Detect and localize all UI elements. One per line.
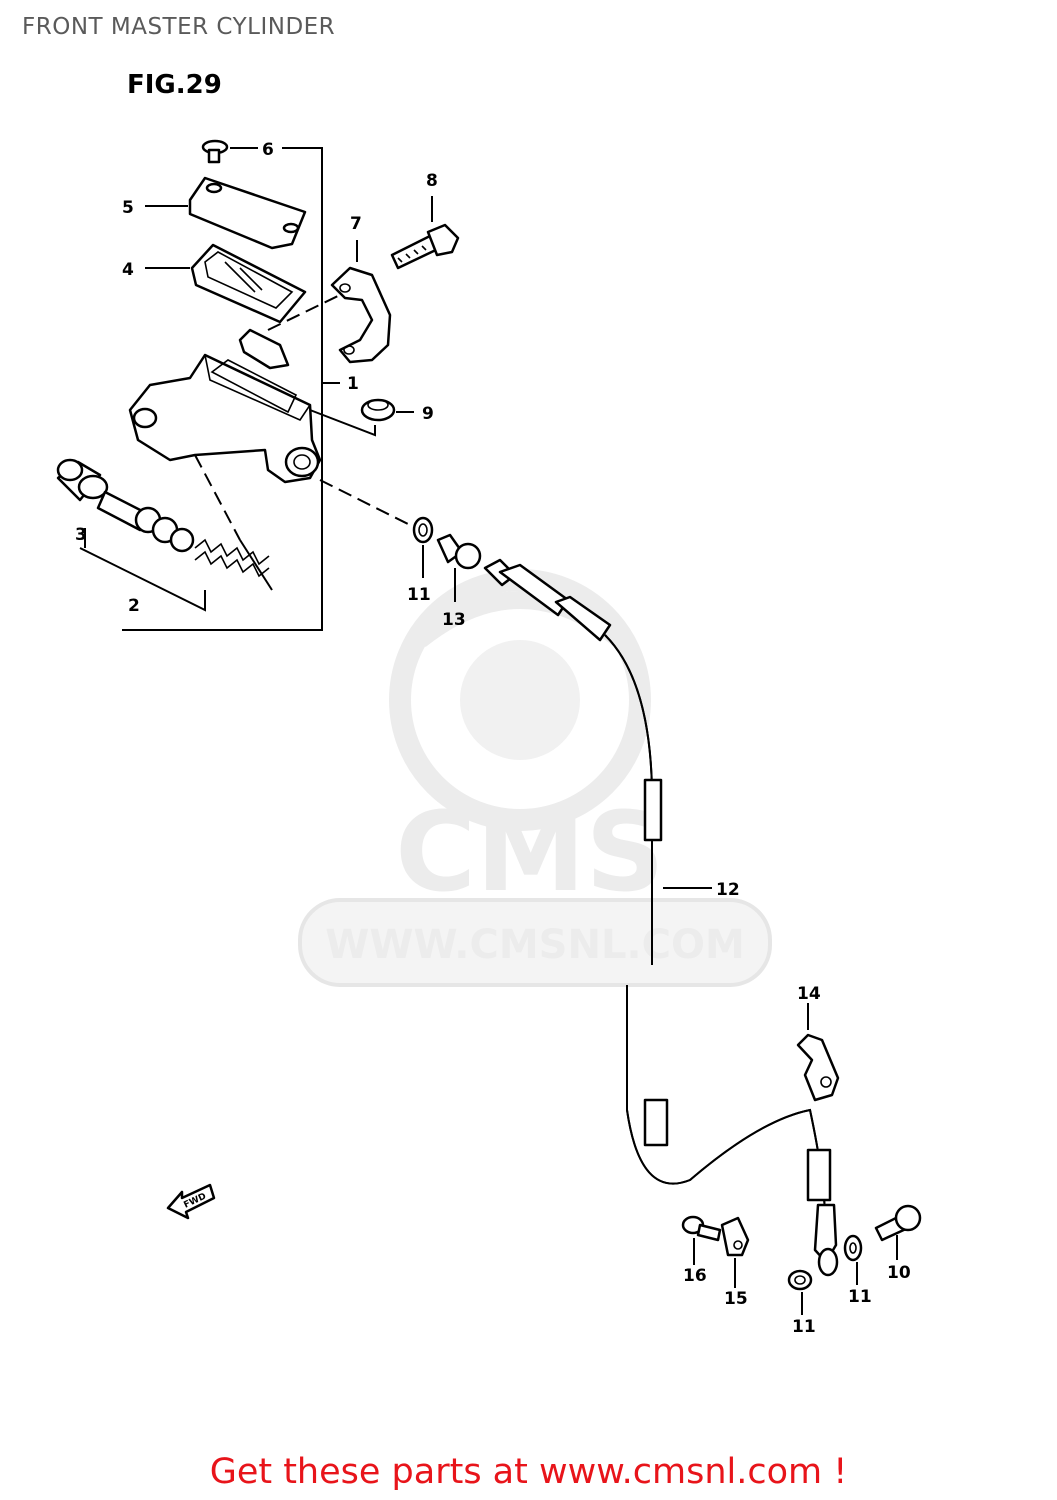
callout-9: 9 — [422, 404, 434, 424]
callout-3: 3 — [75, 525, 87, 545]
callout-16: 16 — [683, 1266, 707, 1286]
callout-5: 5 — [122, 198, 134, 218]
callout-15: 15 — [724, 1289, 748, 1309]
callout-14: 14 — [797, 984, 821, 1004]
part-13-union-bolt — [436, 533, 482, 602]
fwd-arrow-icon: FWD — [166, 1183, 216, 1220]
part-4-diaphragm — [145, 243, 307, 324]
part-6-screw — [201, 139, 258, 164]
part-5-reservoir-cap — [145, 176, 307, 250]
callout-7: 7 — [350, 214, 362, 234]
assembly-bracket — [122, 147, 323, 631]
callout-4: 4 — [122, 260, 134, 280]
part-16-bolt — [681, 1215, 722, 1265]
page-title: FRONT MASTER CYLINDER — [22, 14, 336, 40]
watermark-url: WWW.CMSNL.COM — [325, 922, 745, 968]
alignment-lines — [194, 294, 411, 591]
part-11-washers-lower — [787, 1234, 863, 1315]
callout-13: 13 — [442, 610, 466, 630]
part-7-holder — [330, 240, 392, 364]
part-8-bolt — [390, 196, 460, 270]
callout-12: 12 — [716, 880, 740, 900]
callout-10: 10 — [887, 1263, 911, 1283]
part-14-clamp — [796, 1003, 840, 1102]
part-11-washer-upper — [412, 516, 434, 578]
callout-11-upper: 11 — [407, 585, 431, 605]
watermark-brand: CMS — [395, 788, 664, 916]
part-10-union-bolt — [874, 1204, 922, 1260]
callout-11-right: 11 — [848, 1287, 872, 1307]
footer-link-text[interactable]: Get these parts at www.cmsnl.com ! — [209, 1452, 848, 1492]
watermark: CMS WWW.CMSNL.COM — [298, 569, 772, 987]
part-12-brake-hose — [483, 558, 839, 1277]
callout-2: 2 — [128, 596, 140, 616]
callout-8: 8 — [426, 171, 438, 191]
part-9-cap — [360, 398, 414, 422]
part-15-clamp — [720, 1216, 750, 1288]
callout-1: 1 — [347, 374, 359, 394]
callout-labels: 1 2 3 4 5 6 7 8 9 10 11 11 11 12 13 14 1… — [75, 140, 911, 1337]
callout-6: 6 — [262, 140, 274, 160]
part-2-3-piston-kit — [56, 458, 270, 612]
callout-11-bottom: 11 — [792, 1317, 816, 1337]
figure-number: FIG.29 — [127, 70, 222, 100]
part-1-master-cylinder-body — [128, 328, 340, 484]
